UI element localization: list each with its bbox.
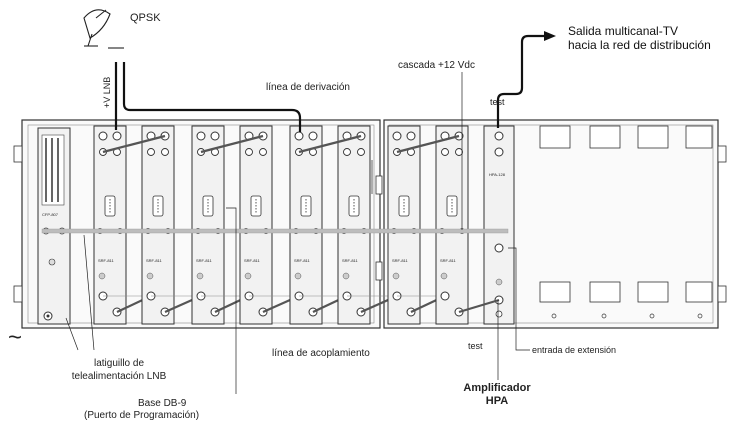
srf-module <box>239 125 273 325</box>
cable-lines <box>114 34 544 132</box>
top-jumper-cable <box>102 134 166 154</box>
db9-line1: Base DB-9 <box>138 398 187 409</box>
top-jumper-cable <box>396 134 460 154</box>
cascade-label: cascada +12 Vdc <box>398 60 475 71</box>
srf-module <box>141 125 175 325</box>
psu-model-label: CFP-807 <box>42 212 59 217</box>
srf-model-label: SRF-811 <box>146 258 162 263</box>
cascade-connector <box>375 261 383 281</box>
cascade-connector <box>375 175 383 195</box>
latiguillo-line2: telealimentación LNB <box>71 371 167 382</box>
test-top-label: test <box>490 97 505 107</box>
output-arrow <box>544 31 556 41</box>
srf-model-label: SRF-811 <box>342 258 358 263</box>
coupling-bus <box>41 228 509 234</box>
srf-module <box>93 125 127 325</box>
derivation-label: línea de derivación <box>266 82 350 93</box>
test-bottom-label: test <box>468 341 483 351</box>
amplifier-line1: Amplificador <box>463 382 531 394</box>
vlnb-label: +V LNB <box>102 76 112 108</box>
power-supply-module <box>37 127 71 325</box>
leader-lines <box>65 72 530 394</box>
top-jumper-cable <box>200 134 264 154</box>
srf-module <box>191 125 225 325</box>
derivation-cable <box>122 62 302 132</box>
empty-slots <box>539 125 713 319</box>
srf-label-group: SRF-811 SRF-811 SRF-811 SRF-811 SRF-811 SRF-8… <box>42 172 506 263</box>
srf-model-label: SRF-811 <box>294 258 310 263</box>
srf-model-label: SRF-811 <box>440 258 456 263</box>
satellite-dish <box>83 9 124 49</box>
hpa-amplifier-module <box>483 125 515 325</box>
module-group <box>93 125 515 325</box>
srf-model-label: SRF-811 <box>196 258 212 263</box>
top-jumper-cable <box>298 134 362 154</box>
extension-label: entrada de extensión <box>532 345 617 355</box>
srf-model-label: SRF-811 <box>98 258 114 263</box>
srf-module <box>337 125 371 325</box>
output-label-line1: Salida multicanal-TV <box>568 24 679 38</box>
amp-input-cable <box>458 298 500 314</box>
srf-model-label: SRF-811 <box>244 258 260 263</box>
db9-line2: (Puerto de Programación) <box>84 410 200 421</box>
srf-module <box>289 125 323 325</box>
latiguillo-line1: latiguillo de <box>93 358 145 369</box>
ac-tilde: ~ <box>8 324 23 351</box>
srf-module <box>435 125 469 325</box>
hpa-model-label: HPA-128 <box>489 172 506 177</box>
amplifier-line2: HPA <box>485 395 509 407</box>
srf-model-label: SRF-811 <box>392 258 408 263</box>
qpsk-label: QPSK <box>130 12 161 24</box>
output-label-line2: hacia la red de distribución <box>568 38 711 52</box>
srf-module <box>387 125 421 325</box>
output-cable <box>496 34 544 128</box>
coupling-label: línea de acoplamiento <box>272 348 370 359</box>
